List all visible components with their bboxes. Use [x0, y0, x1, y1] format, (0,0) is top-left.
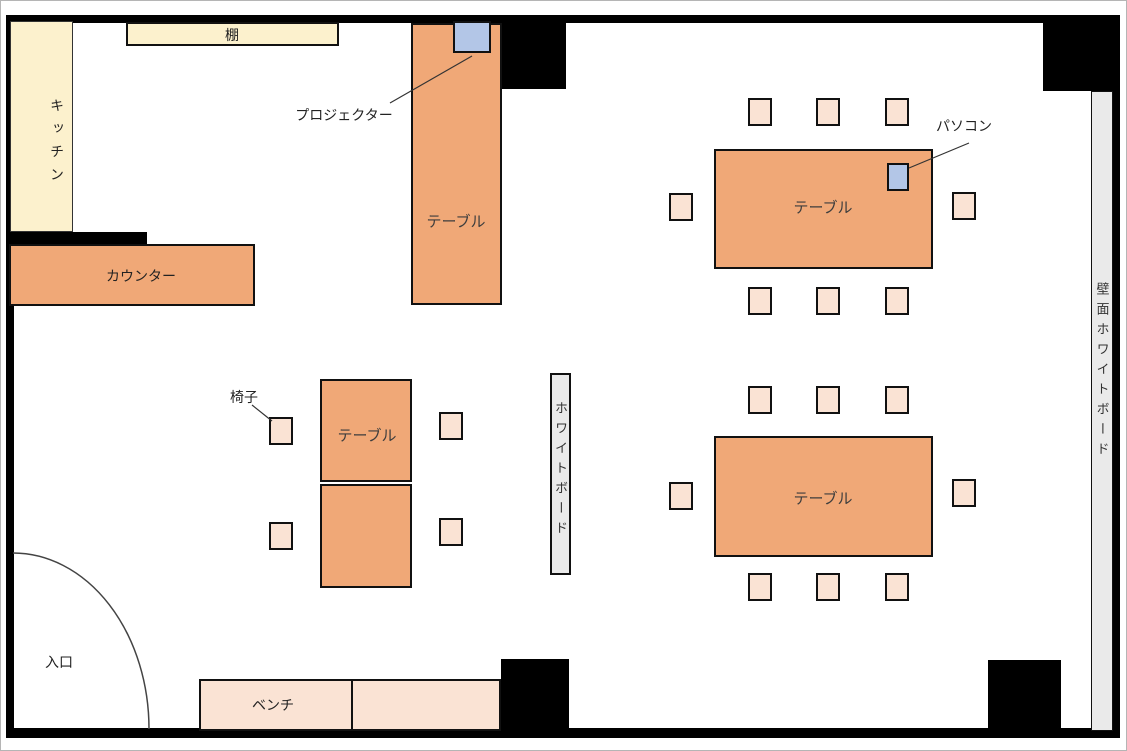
chair: [816, 287, 840, 315]
chair: [748, 386, 772, 414]
projector: [453, 21, 491, 53]
chair: [269, 522, 293, 550]
chair: [669, 193, 693, 221]
kitchen-area: [10, 21, 73, 232]
entrance-label: 入口: [45, 654, 73, 670]
pc: [887, 163, 909, 191]
whiteboard-label: ホワイトボード: [553, 401, 568, 541]
chair: [885, 573, 909, 601]
table-vertical-label: テーブル: [426, 213, 486, 231]
table-vertical: [411, 23, 502, 305]
wall-bottom: [6, 728, 1120, 738]
chair: [269, 417, 293, 445]
chair: [439, 518, 463, 546]
table-top-right-label: テーブル: [793, 199, 853, 217]
whiteboard: ホワイトボード: [550, 373, 571, 575]
projector-label: プロジェクター: [295, 107, 393, 123]
bench-divider: [351, 681, 353, 729]
bench-label: ベンチ: [252, 697, 294, 713]
chair: [816, 98, 840, 126]
chair: [816, 573, 840, 601]
wall-left: [6, 15, 14, 738]
table-bottom-right: [714, 436, 933, 557]
wall-whiteboard-label: 壁面ホワイトボード: [1094, 282, 1110, 462]
pillar-bottom-right: [988, 660, 1061, 731]
chair: [885, 386, 909, 414]
pillar-top-right: [1043, 15, 1116, 91]
chair: [885, 98, 909, 126]
door-swing-arc: [12, 552, 150, 730]
chair: [748, 573, 772, 601]
wall-right: [1113, 15, 1120, 738]
kitchen-label: キッチン: [49, 98, 65, 190]
wall-top: [9, 15, 1120, 23]
pc-label: パソコン: [936, 118, 992, 134]
chair: [748, 287, 772, 315]
shelf-label: 棚: [225, 27, 239, 43]
chair: [952, 479, 976, 507]
counter: [9, 244, 255, 306]
table-middle-2: [320, 484, 412, 588]
wall-stub-kitchen: [7, 232, 147, 245]
table-middle-label: テーブル: [337, 427, 397, 445]
chair: [439, 412, 463, 440]
chair: [952, 192, 976, 220]
chair: [669, 482, 693, 510]
table-bottom-right-label: テーブル: [793, 490, 853, 508]
shelf: [126, 22, 339, 46]
pillar-top-center: [501, 23, 566, 89]
table-middle-1: [320, 379, 412, 482]
chair: [885, 287, 909, 315]
bench: [199, 679, 501, 731]
pillar-bottom-center: [501, 659, 569, 731]
chair: [748, 98, 772, 126]
counter-label: カウンター: [106, 268, 176, 284]
chair-label: 椅子: [230, 389, 258, 405]
wall-whiteboard: 壁面ホワイトボード: [1091, 91, 1113, 731]
chair: [816, 386, 840, 414]
